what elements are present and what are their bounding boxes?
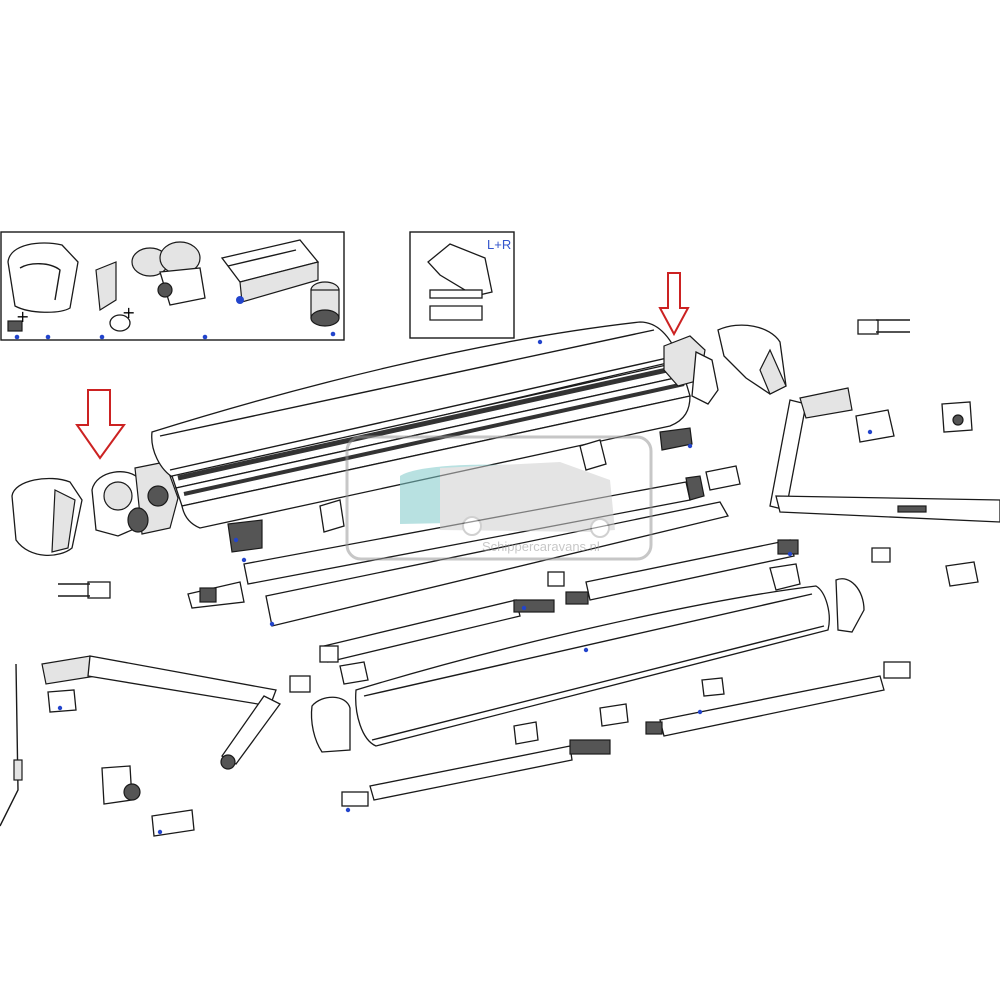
pad-part-1 [429,289,483,299]
watermark-logo: Schippercaravans.nl [345,435,653,561]
spring-connector-left [58,581,111,599]
control-box-part [220,239,320,304]
clip-lower-center-2 [599,703,629,727]
front-lead-rail [355,585,830,747]
watermark-text: Schippercaravans.nl [482,539,600,554]
bushing-part [109,314,131,332]
clip-lower-left-2 [151,809,195,837]
wall-bracket-lower-left [101,765,141,805]
slide-rail-right [565,539,799,605]
plus-sign-1: + [16,307,29,326]
small-bracket-top-1 [659,427,693,451]
lower-rail-left [341,739,611,807]
spring-connector-top-right [857,319,910,335]
clamp-bracket-left-1 [227,519,263,553]
end-plug-left-middle [187,581,245,609]
right-end-cap-assembly [663,324,787,405]
right-support-arm [769,387,1000,523]
clip-lower-left [47,689,77,713]
top-cover-profile [151,321,681,479]
small-block-middle [547,571,565,587]
red-arrow-left [75,389,126,460]
clip-lower-center-3 [701,677,725,697]
wall-bracket-right-top [941,401,973,433]
end-cap-housing-part [7,242,79,313]
inset-box-left: + + [0,231,345,341]
red-arrow-right [658,272,690,337]
crank-rod [0,663,23,827]
pad-part-2 [429,305,483,321]
clip-lower-center-1 [513,721,539,745]
clip-right-1 [769,563,801,591]
small-bracket-top-2 [579,439,607,471]
front-end-cap-right [835,578,865,633]
label-l-plus-r: L+R [487,237,511,252]
clip-right-2 [871,547,891,563]
small-bracket-mid-1 [319,499,345,533]
motor-gear-assembly [131,241,206,306]
slide-rail-left [319,599,555,663]
motor-cylinder-part [310,281,340,327]
bracket-part [95,261,117,312]
left-bushing [127,507,149,533]
right-end-cover [691,350,719,405]
plus-sign-2: + [122,303,135,322]
lower-rail-right [645,661,911,737]
inset-box-right: L+R [409,231,515,339]
lower-left-arm [41,655,311,770]
side-cover-part [427,243,493,297]
dark-roller-tube [171,361,691,529]
left-end-cap-assembly [11,461,179,557]
callout-dots-main [57,339,873,835]
callout-dots-left-inset [14,331,336,340]
lead-profile-middle [265,501,729,627]
small-clip-part [7,320,23,332]
front-end-cap-left [310,696,351,753]
clamp-bracket-right-top [855,409,895,443]
clip-center-left [339,661,369,685]
clip-right-3 [945,561,979,587]
